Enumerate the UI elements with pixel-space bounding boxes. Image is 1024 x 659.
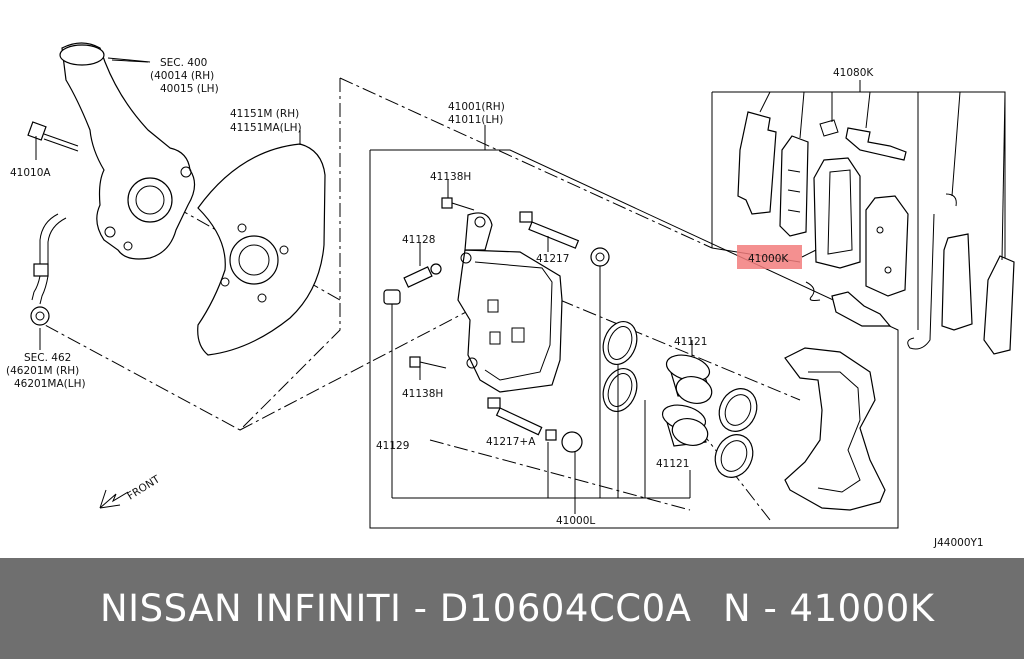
boot-41129-part <box>383 289 401 305</box>
part-number-footer: NISSAN INFINITI - D10604CC0A N - 41000K <box>0 558 1024 659</box>
label-sec462-lh: 46201MA(LH) <box>14 378 86 390</box>
label-41001-rh: 41001(RH) <box>448 101 505 113</box>
label-diagram-code: J44000Y1 <box>933 537 984 549</box>
caliper-bracket-part <box>784 347 886 511</box>
label-41138h-top: 41138H <box>430 171 471 183</box>
label-sec400-rh: (40014 (RH) <box>150 70 214 82</box>
label-front: FRONT <box>125 473 162 502</box>
label-sec462-rh: (46201M (RH) <box>6 365 79 377</box>
label-41151m-rh: 41151M (RH) <box>230 108 299 120</box>
caliper-body-part <box>457 212 563 393</box>
piston-seal-bottom-part <box>602 368 638 412</box>
footer-brand-part-number: NISSAN INFINITI - D10604CC0A <box>100 587 692 630</box>
piston-top-part <box>665 354 713 404</box>
brake-pad-41000k-part <box>813 157 861 269</box>
shim-outer-right-part <box>941 233 1015 355</box>
pin-bolt-41217-part <box>519 211 580 249</box>
bushing-41217-part <box>590 247 610 267</box>
bolt-41138h-top-part <box>441 197 475 211</box>
footer-diagram-reference: N - 41000K <box>723 587 935 630</box>
piston-bottom-part <box>661 404 709 447</box>
brake-hose-part <box>30 213 67 326</box>
pad-clips-part <box>805 119 957 327</box>
label-41128: 41128 <box>402 234 435 246</box>
bolt-41010a-part <box>27 121 79 152</box>
wear-indicator-part <box>907 213 935 350</box>
label-41151ma-lh: 41151MA(LH) <box>230 122 302 134</box>
label-41080k: 41080K <box>833 67 874 79</box>
part-41000k-highlight <box>737 245 802 269</box>
splash-shield-part <box>197 143 326 356</box>
piston-seal-top-part <box>602 321 638 365</box>
label-sec462-title: SEC. 462 <box>24 352 71 364</box>
label-41010a: 41010A <box>10 167 51 179</box>
label-41129: 41129 <box>376 440 409 452</box>
pin-41128-part <box>403 263 442 288</box>
label-sec400-title: SEC. 400 <box>160 57 207 69</box>
label-41121-bottom: 41121 <box>656 458 689 470</box>
shim-outer-left-part <box>737 111 777 215</box>
pin-bolt-41217a-part <box>487 397 583 453</box>
label-41138h-bottom: 41138H <box>402 388 443 400</box>
exploded-parts-diagram: SEC. 400 (40014 (RH) 40015 (LH) 41010A 4… <box>6 42 1015 549</box>
leader-lines <box>35 59 1006 514</box>
label-41011-lh: 41011(LH) <box>448 114 503 126</box>
label-sec400-lh: 40015 (LH) <box>160 83 219 95</box>
label-41217: 41217 <box>536 253 569 265</box>
label-41121-top: 41121 <box>674 336 707 348</box>
front-arrow-icon <box>99 489 129 509</box>
label-41217a: 41217+A <box>486 436 536 448</box>
steering-knuckle-part <box>59 42 196 260</box>
label-41000k: 41000K <box>748 253 789 265</box>
dust-boot-top-part <box>718 388 758 432</box>
dust-boot-bottom-part <box>714 434 754 478</box>
pad-backing-left-part <box>779 135 809 237</box>
bolt-41138h-bottom-part <box>409 356 447 369</box>
pad-backing-right-part <box>865 195 909 297</box>
caliper-assembly-frame <box>369 149 899 529</box>
label-41000l: 41000L <box>556 515 595 527</box>
